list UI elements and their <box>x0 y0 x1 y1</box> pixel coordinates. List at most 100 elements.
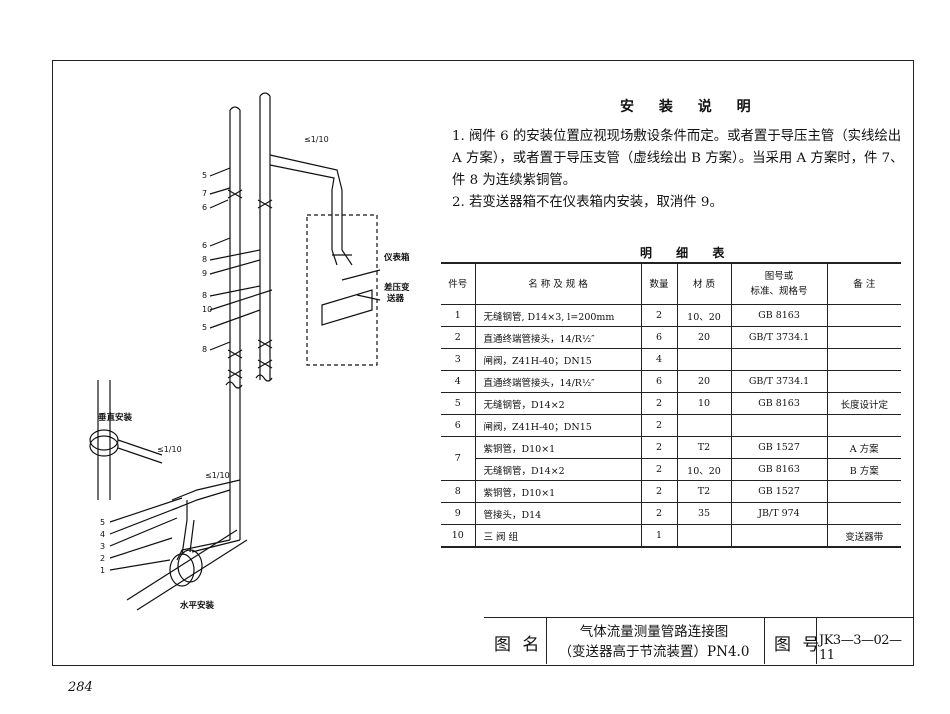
table-cell: 9 <box>441 502 476 525</box>
table-cell: 3 <box>441 348 476 371</box>
table-cell <box>730 524 828 548</box>
header-remarks: 备 注 <box>826 262 901 305</box>
table-cell <box>826 370 901 393</box>
table-cell: 10、20 <box>676 458 732 481</box>
table-cell: GB/T 3734.1 <box>730 370 828 393</box>
table-cell: 直通终端管接头，14/R½″ <box>474 370 642 393</box>
callout-number: 2 <box>100 554 105 563</box>
table-cell: B 方案 <box>826 458 901 481</box>
table-cell: 5 <box>441 392 476 415</box>
table-cell: 2 <box>640 480 678 503</box>
table-cell: 1 <box>640 524 678 548</box>
table-cell: 三 阀 组 <box>474 524 642 548</box>
table-cell <box>676 524 732 548</box>
table-cell: 6 <box>640 370 678 393</box>
table-cell: 4 <box>441 370 476 393</box>
table-cell <box>676 348 732 371</box>
piping-diagram: ≤1/10 ≤1/10 ≤1/10 垂直安装 水平安装 仪表箱 差压变 送器 5… <box>89 92 410 611</box>
callout-number: 6 <box>202 241 207 250</box>
header-standard: 图号或标准、规格号 <box>730 262 828 305</box>
table-cell: 直通终端管接头，14/R½″ <box>474 326 642 349</box>
table-cell: JB/T 974 <box>730 502 828 525</box>
horizontal-install-label: 水平安装 <box>179 600 215 611</box>
header-quantity: 数量 <box>640 262 678 305</box>
page-number: 284 <box>68 680 93 695</box>
table-cell: 无缝钢管，D14×2 <box>474 392 642 415</box>
table-cell: 20 <box>676 326 732 349</box>
table-cell: 无缝钢管，D14×2 <box>475 458 642 481</box>
instrument-box-label: 仪表箱 <box>383 252 410 263</box>
table-cell <box>826 348 901 371</box>
table-cell: 2 <box>640 414 678 437</box>
table-cell: 2 <box>640 304 678 327</box>
table-cell: 20 <box>676 370 732 393</box>
callout-number: 6 <box>202 203 207 212</box>
table-cell: 长度设计定 <box>826 392 901 415</box>
table-cell: 无缝钢管, D14×3, l=200mm <box>474 304 642 327</box>
slope-label-2: ≤1/10 <box>157 445 182 454</box>
table-cell: 闸阀，Z41H-40；DN15 <box>474 348 642 371</box>
table-cell: 6 <box>640 326 678 349</box>
table-cell: 变送器带 <box>826 524 901 548</box>
table-cell <box>826 502 901 525</box>
table-cell: GB 1527 <box>730 480 828 503</box>
table-cell: T2 <box>676 480 732 503</box>
table-cell: 2 <box>640 392 678 415</box>
table-cell: 10、20 <box>676 304 732 327</box>
drawing-name-label: 图 名 <box>494 635 543 655</box>
note-item-1: 1. 阀件 6 的安装位置应视现场敷设条件而定。或者置于导压主管（实线绘出 A … <box>452 129 904 188</box>
callout-number: 5 <box>100 518 105 527</box>
table-cell: 紫铜管，D10×1 <box>474 480 642 503</box>
callout-number: 9 <box>202 269 207 278</box>
drawing-frame <box>52 60 914 666</box>
drawing-title: 气体流量测量管路连接图 （变送器高于节流装置）PN4.0 <box>558 624 750 660</box>
slope-label-1: ≤1/10 <box>304 135 329 144</box>
table-cell: A 方案 <box>826 436 901 459</box>
table-cell: T2 <box>676 436 732 459</box>
table-cell <box>826 304 901 327</box>
table-cell: GB 8163 <box>730 304 828 327</box>
table-cell: 6 <box>441 414 476 437</box>
table-header-row: 件号 名 称 及 规 格 数量 材 质 图号或标准、规格号 备 注 <box>441 262 901 305</box>
transmitter-label-1: 差压变 <box>383 282 410 293</box>
callout-number: 4 <box>100 530 105 539</box>
table-cell: GB 8163 <box>730 392 828 415</box>
callout-number: 10 <box>202 305 212 314</box>
transmitter-label-2: 送器 <box>386 293 405 304</box>
table-cell: 紫铜管，D10×1 <box>474 436 642 459</box>
table-cell: 2 <box>441 326 476 349</box>
table-cell <box>730 348 828 371</box>
table-cell: 2 <box>640 458 678 481</box>
table-cell <box>826 480 901 503</box>
table-cell <box>826 414 901 437</box>
callout-number: 5 <box>202 171 207 180</box>
table-cell: GB 8163 <box>730 458 828 481</box>
callout-number: 7 <box>202 189 207 198</box>
header-item-no: 件号 <box>441 262 476 305</box>
table-cell: 4 <box>640 348 678 371</box>
table-cell: 管接头，D14 <box>474 502 642 525</box>
table-cell: 1 <box>441 304 476 327</box>
table-cell: 2 <box>640 436 678 459</box>
table-cell: 闸阀，Z41H-40；DN15 <box>474 414 642 437</box>
callout-number: 1 <box>100 566 105 575</box>
vertical-install-label: 垂直安装 <box>98 412 133 423</box>
header-material: 材 质 <box>676 262 732 305</box>
note-item-2: 2. 若变送器箱不在仪表箱内安装，取消件 9。 <box>452 195 723 210</box>
table-cell: 10 <box>441 524 476 548</box>
table-cell <box>676 414 732 437</box>
callout-number: 5 <box>202 323 207 332</box>
header-name-spec: 名 称 及 规 格 <box>474 262 642 305</box>
table-cell <box>730 414 828 437</box>
table-cell: 35 <box>676 502 732 525</box>
